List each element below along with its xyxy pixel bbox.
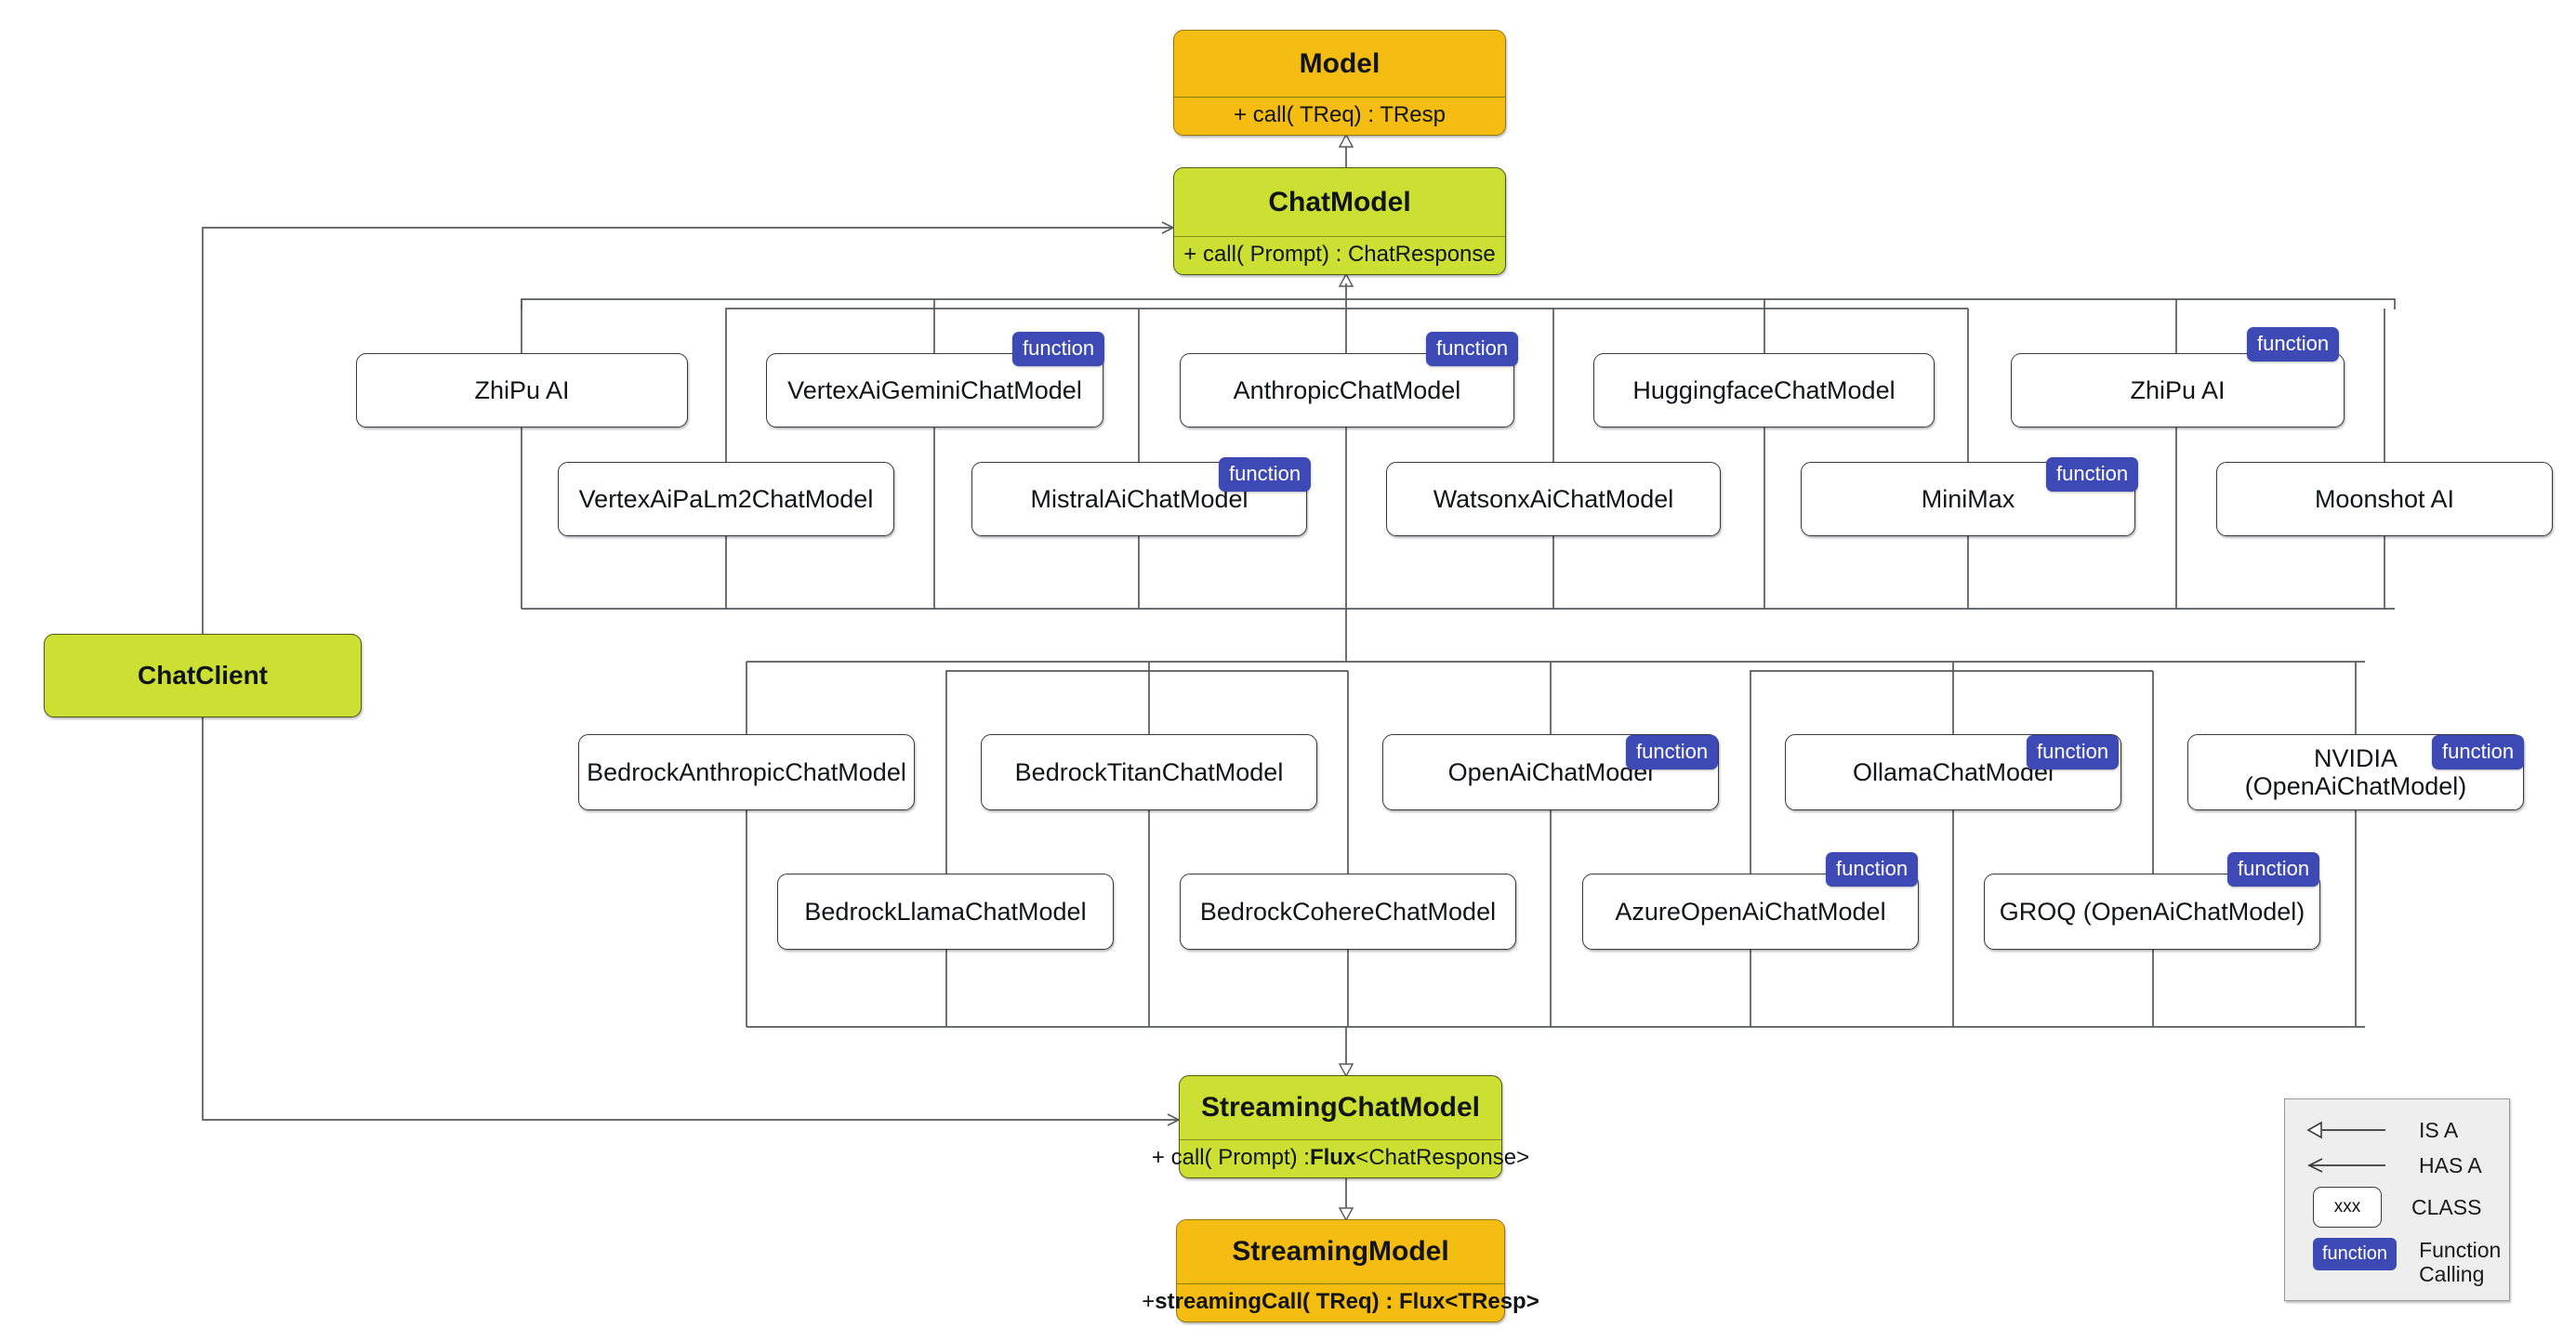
class-chat-client[interactable]: ChatClient (44, 634, 362, 717)
class-label: BedrockCohereChatModel (1199, 897, 1497, 926)
class-label: MiniMax (1921, 484, 2015, 513)
interface-streaming-chat-model-method: + call( Prompt) : Flux<ChatResponse> (1152, 1138, 1529, 1177)
class-label: BedrockAnthropicChatModel (587, 757, 906, 786)
function-badge: function (2046, 457, 2139, 492)
class-moonshot-ai[interactable]: Moonshot AI (2216, 462, 2553, 536)
method-prefix: + (1142, 1288, 1156, 1314)
interface-model-title: Model (1299, 47, 1380, 79)
class-label: Moonshot AI (2314, 484, 2455, 513)
class-zhipu-ai-upper[interactable]: ZhiPu AI (356, 353, 688, 427)
method-prefix: + call( Prompt) : (1151, 1144, 1310, 1170)
class-nvidia-openai-chat-model[interactable]: NVIDIA (OpenAiChatModel) (2187, 734, 2524, 810)
legend-panel: IS A HAS A xxx CLASS function Function C… (2284, 1098, 2510, 1301)
class-label: WatsonxAiChatModel (1433, 484, 1674, 513)
class-label: ZhiPu AI (2130, 375, 2226, 404)
legend-label-function-line2: Calling (2419, 1262, 2485, 1287)
interface-model-method: + call( TReq) : TResp (1174, 96, 1505, 135)
class-groq-openai-chat-model[interactable]: GROQ (OpenAiChatModel) (1984, 874, 2320, 950)
function-badge: function (2027, 735, 2120, 769)
legend-row-is-a: IS A (2305, 1118, 2458, 1142)
class-watsonxai-chat-model[interactable]: WatsonxAiChatModel (1386, 462, 1721, 536)
is-a-arrow-icon (2306, 1121, 2385, 1139)
interface-streaming-chat-model-title: StreamingChatModel (1200, 1092, 1481, 1123)
method-bold: streamingCall( TReq) : Flux<TResp> (1155, 1288, 1539, 1314)
has-a-arrow-icon (2307, 1158, 2385, 1173)
function-badge: function (1626, 735, 1719, 769)
legend-row-class: xxx CLASS (2313, 1187, 2481, 1228)
interface-streaming-model-method: + streamingCall( TReq) : Flux<TResp> (1142, 1282, 1539, 1321)
class-label: VertexAiPaLm2ChatModel (578, 484, 874, 513)
class-bedrock-cohere-chat-model[interactable]: BedrockCohereChatModel (1180, 874, 1516, 950)
class-label: HuggingfaceChatModel (1632, 375, 1896, 404)
function-badge: function (2227, 852, 2320, 887)
function-badge: function (1426, 332, 1519, 366)
legend-row-has-a: HAS A (2305, 1153, 2482, 1177)
legend-label-is-a: IS A (2419, 1118, 2459, 1142)
legend-label-class: CLASS (2411, 1194, 2482, 1219)
method-bold: Flux (1309, 1144, 1356, 1170)
interface-chat-model-method: + call( Prompt) : ChatResponse (1174, 235, 1505, 274)
class-bedrock-llama-chat-model[interactable]: BedrockLlamaChatModel (777, 874, 1114, 950)
class-huggingface-chat-model[interactable]: HuggingfaceChatModel (1593, 353, 1935, 427)
class-label: ZhiPu AI (474, 375, 570, 404)
class-bedrock-titan-chat-model[interactable]: BedrockTitanChatModel (981, 734, 1317, 810)
function-badge: function (2247, 327, 2340, 362)
legend-label-has-a: HAS A (2419, 1153, 2482, 1177)
class-label: AzureOpenAiChatModel (1615, 897, 1886, 926)
class-chat-client-title: ChatClient (138, 661, 268, 690)
interface-streaming-model-title: StreamingModel (1232, 1236, 1449, 1267)
class-vertexai-palm2-chat-model[interactable]: VertexAiPaLm2ChatModel (558, 462, 894, 536)
class-zhipu-ai-function[interactable]: ZhiPu AI (2011, 353, 2345, 427)
legend-label-function-line1: Function (2419, 1238, 2502, 1262)
legend-row-function: function Function Calling (2313, 1238, 2501, 1286)
class-label: BedrockTitanChatModel (1014, 757, 1284, 786)
interface-chat-model[interactable]: ChatModel + call( Prompt) : ChatResponse (1173, 167, 1506, 275)
function-badge-icon: function (2313, 1238, 2398, 1270)
class-label: NVIDIA (OpenAiChatModel) (2244, 743, 2467, 800)
function-badge: function (1012, 332, 1105, 366)
class-label: BedrockLlamaChatModel (804, 897, 1087, 926)
class-box-icon: xxx (2313, 1187, 2382, 1228)
function-badge: function (1826, 852, 1919, 887)
interface-chat-model-title: ChatModel (1268, 186, 1411, 217)
interface-streaming-model[interactable]: StreamingModel + streamingCall( TReq) : … (1142, 1219, 1539, 1322)
function-badge: function (2432, 735, 2525, 769)
function-badge: function (1219, 457, 1312, 492)
class-label: GROQ (OpenAiChatModel) (1999, 897, 2305, 926)
method-suffix: <ChatResponse> (1355, 1144, 1530, 1170)
class-label: OpenAiChatModel (1447, 757, 1654, 786)
interface-streaming-chat-model[interactable]: StreamingChatModel + call( Prompt) : Flu… (1152, 1075, 1529, 1178)
interface-model[interactable]: Model + call( TReq) : TResp (1173, 30, 1506, 136)
class-bedrock-anthropic-chat-model[interactable]: BedrockAnthropicChatModel (578, 734, 915, 810)
class-label: AnthropicChatModel (1233, 375, 1461, 404)
